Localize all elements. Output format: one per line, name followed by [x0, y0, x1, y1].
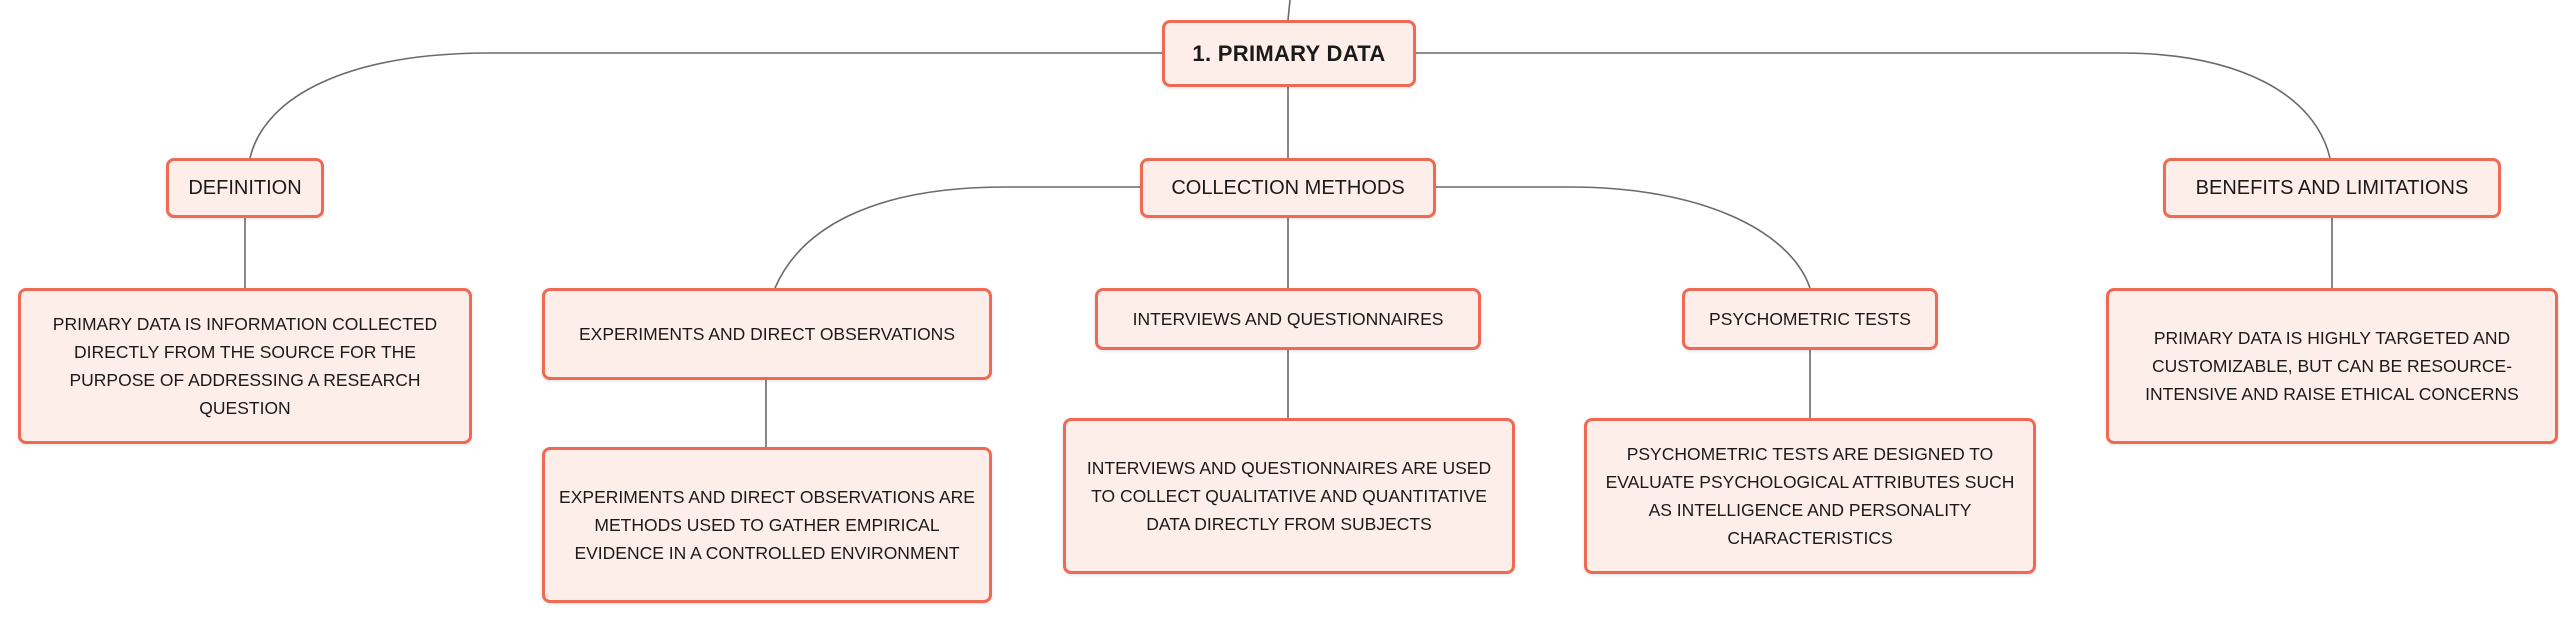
interviews-node-label: INTERVIEWS AND QUESTIONNAIRES: [1132, 308, 1444, 329]
psychometric-node[interactable]: PSYCHOMETRIC TESTS: [1682, 288, 1938, 350]
definition-detail-node[interactable]: PRIMARY DATA IS INFORMATION COLLECTED DI…: [18, 288, 472, 444]
benefits-detail-node[interactable]: PRIMARY DATA IS HIGHLY TARGETED AND CUST…: [2106, 288, 2558, 444]
experiments-detail-text: EXPERIMENTS AND DIRECT OBSERVATIONS ARE …: [559, 487, 975, 563]
psychometric-detail-node[interactable]: PSYCHOMETRIC TESTS ARE DESIGNED TO EVALU…: [1584, 418, 2036, 574]
psychometric-node-label: PSYCHOMETRIC TESTS: [1709, 308, 1911, 329]
connector-collection-psychometric: [1436, 186, 1811, 289]
benefits-detail-text: PRIMARY DATA IS HIGHLY TARGETED AND CUST…: [2145, 328, 2519, 404]
experiments-detail-node[interactable]: EXPERIMENTS AND DIRECT OBSERVATIONS ARE …: [542, 447, 992, 603]
experiments-node[interactable]: EXPERIMENTS AND DIRECT OBSERVATIONS: [542, 288, 992, 380]
interviews-detail-text: INTERVIEWS AND QUESTIONNAIRES ARE USED T…: [1086, 458, 1492, 534]
root-node[interactable]: 1. PRIMARY DATA: [1162, 20, 1416, 87]
connector-collection-experiments: [774, 186, 1140, 289]
benefits-limitations-node-label: BENEFITS AND LIMITATIONS: [2195, 176, 2469, 199]
connector-root-definition: [249, 52, 1162, 159]
collection-methods-node[interactable]: COLLECTION METHODS: [1140, 158, 1436, 218]
connector-root-benefits: [1416, 52, 2331, 159]
definition-node[interactable]: DEFINITION: [166, 158, 324, 218]
definition-detail-text: PRIMARY DATA IS INFORMATION COLLECTED DI…: [52, 314, 438, 418]
interviews-node[interactable]: INTERVIEWS AND QUESTIONNAIRES: [1095, 288, 1481, 350]
experiments-node-label: EXPERIMENTS AND DIRECT OBSERVATIONS: [578, 323, 955, 344]
definition-node-label: DEFINITION: [188, 176, 302, 199]
psychometric-detail-text: PSYCHOMETRIC TESTS ARE DESIGNED TO EVALU…: [1605, 444, 2015, 548]
benefits-limitations-node[interactable]: BENEFITS AND LIMITATIONS: [2163, 158, 2501, 218]
collection-methods-node-label: COLLECTION METHODS: [1171, 176, 1405, 199]
connector-parent-root: [1287, 0, 1291, 21]
root-node-label: 1. PRIMARY DATA: [1192, 40, 1386, 66]
interviews-detail-node[interactable]: INTERVIEWS AND QUESTIONNAIRES ARE USED T…: [1063, 418, 1515, 574]
